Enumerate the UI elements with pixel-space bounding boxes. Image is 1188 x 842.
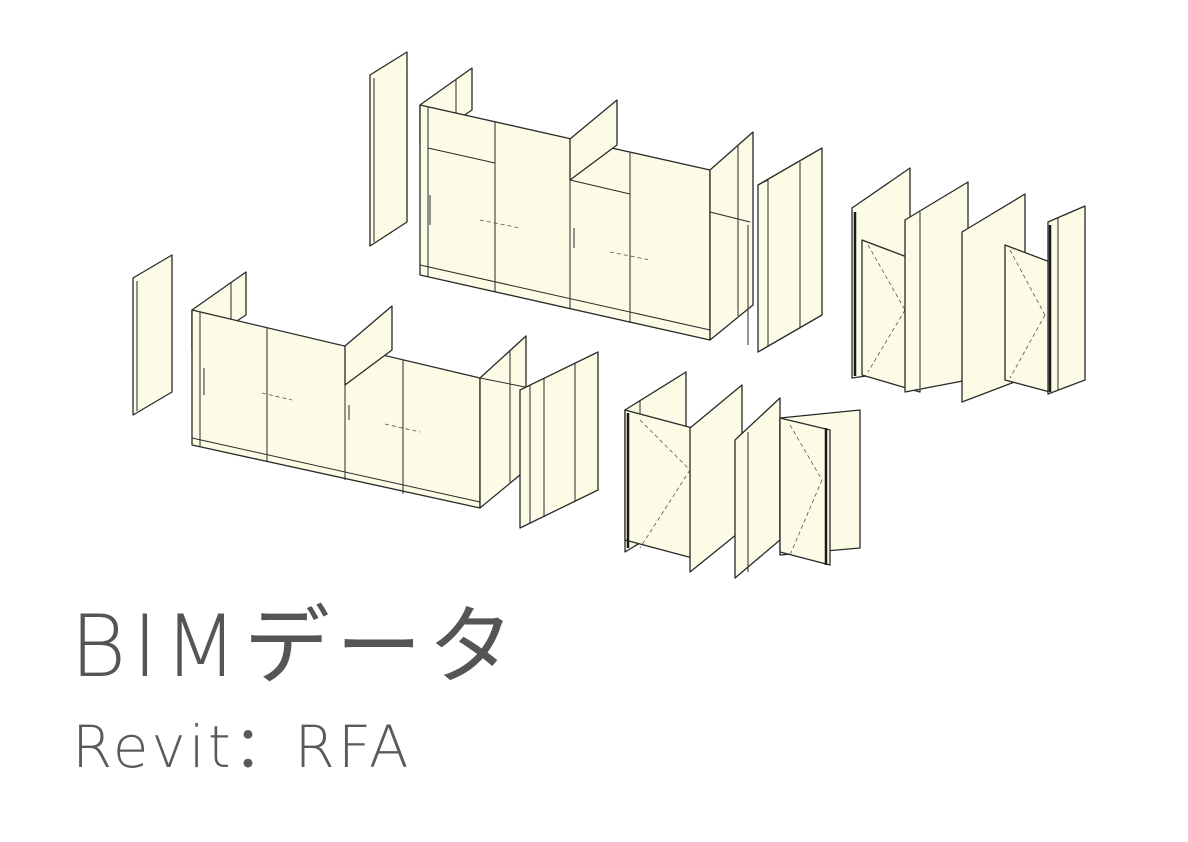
partition-isometric-illustration — [132, 51, 1086, 579]
page-title: BIMデータ — [70, 597, 520, 697]
end-panel-lower — [519, 351, 599, 529]
loose-panel-upper — [369, 51, 408, 247]
partition-run-upper — [419, 67, 754, 345]
booth-set-lower — [624, 371, 861, 579]
booth-set-right — [851, 167, 1086, 403]
end-panel-upper — [757, 147, 823, 353]
partition-run-lower — [191, 271, 531, 509]
file-format-subtitle: Revit：RFA — [72, 713, 412, 781]
loose-panel-lower — [132, 254, 173, 416]
